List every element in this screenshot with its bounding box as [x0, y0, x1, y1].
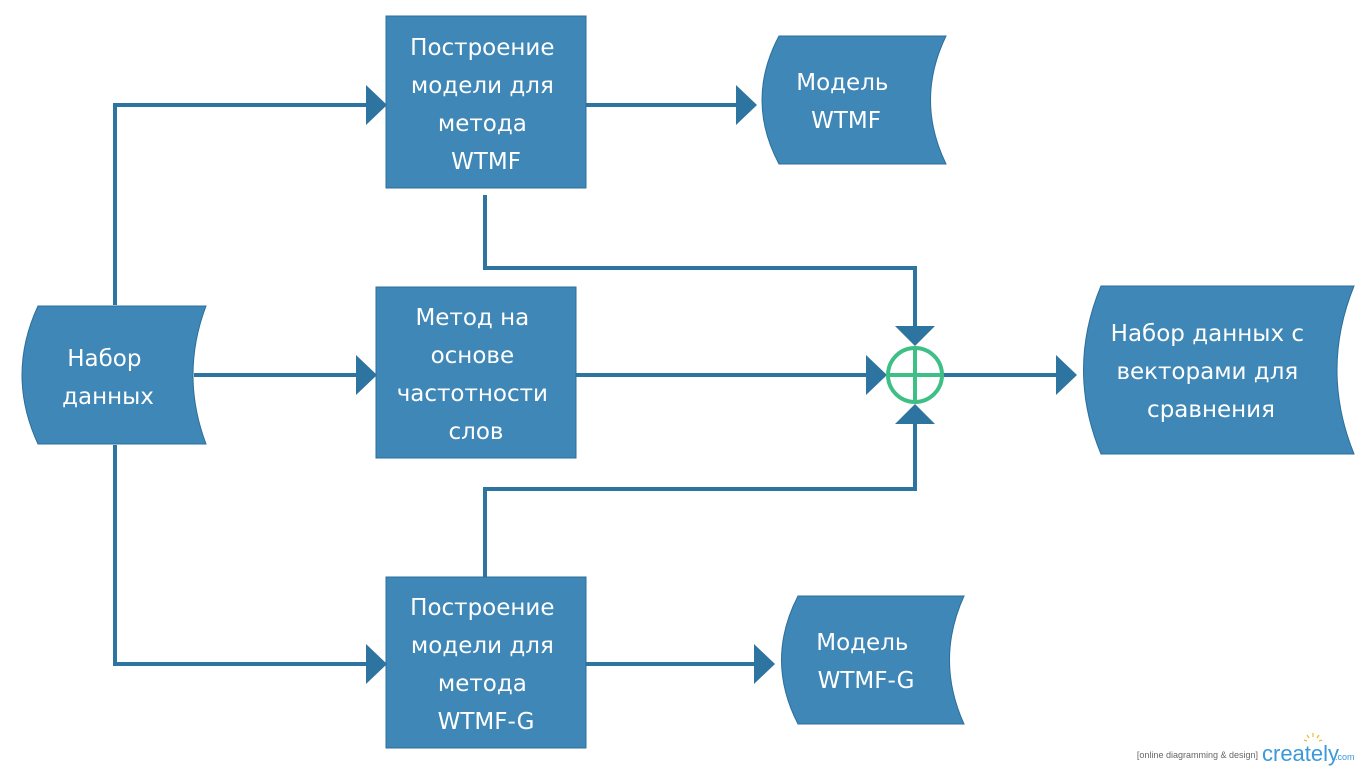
brand-domain: .com	[1335, 752, 1355, 762]
process-build-wtmfg-label: Построение модели для метода WTMF-G	[410, 595, 562, 735]
arrowhead-word-frequency	[356, 355, 377, 395]
arrowhead-model-wtmf	[736, 85, 757, 125]
stored-data-dataset-label: Набор данных	[62, 346, 154, 410]
connectors	[113, 103, 1060, 666]
stored-data-model-wtmfg: Модель WTMF-G	[781, 595, 965, 725]
arrowhead-build-wtmfg	[366, 644, 387, 684]
stored-data-dataset: Набор данных	[21, 305, 207, 445]
process-build-wtmfg: Построение модели для метода WTMF-G	[385, 576, 587, 749]
stored-data-result: Набор данных с векторами для сравнения	[1083, 285, 1355, 455]
process-build-wtmf: Построение модели для метода WTMF	[385, 15, 587, 189]
arrowhead-result	[1056, 355, 1077, 395]
creately-watermark: [online diagramming & design] creately .…	[1137, 733, 1355, 766]
brand-name: creately	[1262, 741, 1339, 766]
connector-dataset-to-build-wtmf	[113, 103, 370, 305]
arrowhead-merge-bottom	[895, 404, 935, 424]
process-word-frequency-label: Метод на основе частотности слов	[397, 305, 556, 445]
process-word-frequency: Метод на основе частотности слов	[375, 286, 577, 459]
arrowhead-build-wtmf	[366, 85, 387, 125]
connector-build-wtmf-to-merge	[483, 195, 917, 330]
stored-data-model-wtmfg-label: Модель WTMF-G	[816, 630, 916, 694]
arrowheads	[356, 85, 1077, 684]
connector-build-wtmfg-to-merge	[483, 421, 917, 577]
process-build-wtmf-label: Построение модели для метода WTMF	[410, 35, 562, 175]
footer-tagline: [online diagramming & design]	[1137, 750, 1258, 760]
stored-data-model-wtmf: Модель WTMF	[761, 35, 947, 165]
connector-dataset-to-build-wtmfg	[113, 445, 370, 666]
arrowhead-model-wtmfg	[754, 644, 775, 684]
stored-data-model-wtmf-label: Модель WTMF	[796, 70, 896, 134]
summing-junction-icon	[886, 346, 944, 404]
arrowhead-merge-top	[895, 326, 935, 346]
arrowhead-merge-left	[866, 355, 887, 395]
stored-data-result-label: Набор данных с векторами для сравнения	[1111, 321, 1312, 423]
sun-icon	[1303, 733, 1323, 742]
